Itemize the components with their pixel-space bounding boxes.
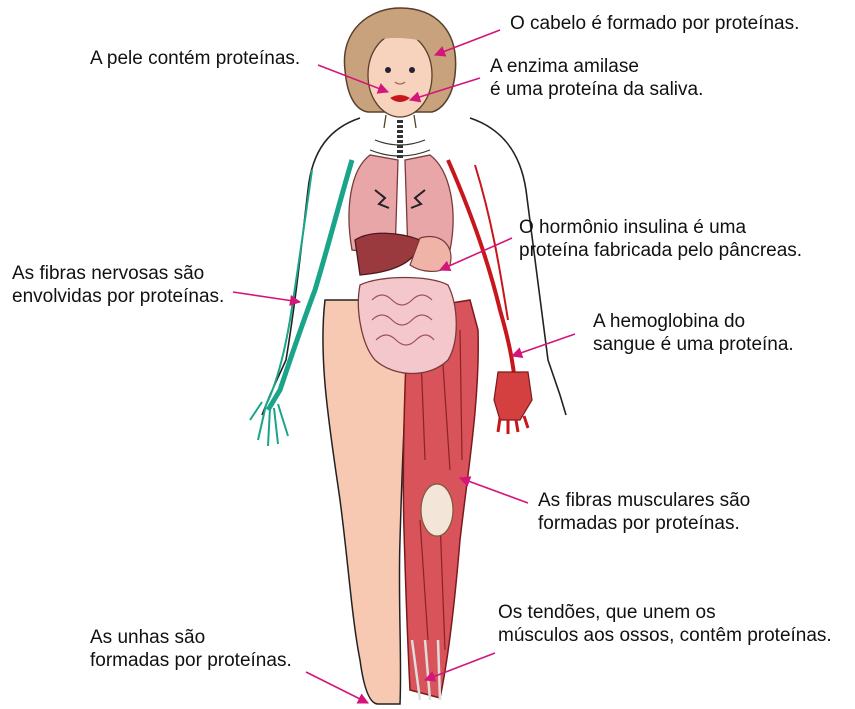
knee-tendon [421, 484, 453, 536]
label-hemoglobin: A hemoglobina do sangue é uma proteína. [593, 310, 794, 356]
left-hand-nerves [250, 402, 288, 446]
label-skin: A pele contém proteínas. [90, 47, 300, 70]
arrow-hemoglobin [512, 334, 575, 356]
arrow-muscles [460, 478, 528, 503]
label-nerves: As fibras nervosas são envolvidas por pr… [12, 262, 224, 308]
label-tendons: Os tendões, que unem os músculos aos oss… [498, 601, 832, 647]
label-insulin: O hormônio insulina é uma proteína fabri… [519, 216, 802, 262]
head [344, 8, 455, 128]
arrow-nails [306, 672, 368, 703]
human-figure [250, 8, 566, 704]
label-hair: O cabelo é formado por proteínas. [510, 12, 799, 35]
label-muscles: As fibras musculares são formadas por pr… [538, 489, 750, 535]
label-amylase: A enzima amilase é uma proteína da saliv… [490, 55, 703, 101]
face [368, 33, 432, 117]
arrow-nerves [233, 292, 300, 302]
liver [355, 233, 420, 275]
label-nails: As unhas são formadas por proteínas. [90, 626, 292, 672]
right-hand [494, 372, 532, 434]
